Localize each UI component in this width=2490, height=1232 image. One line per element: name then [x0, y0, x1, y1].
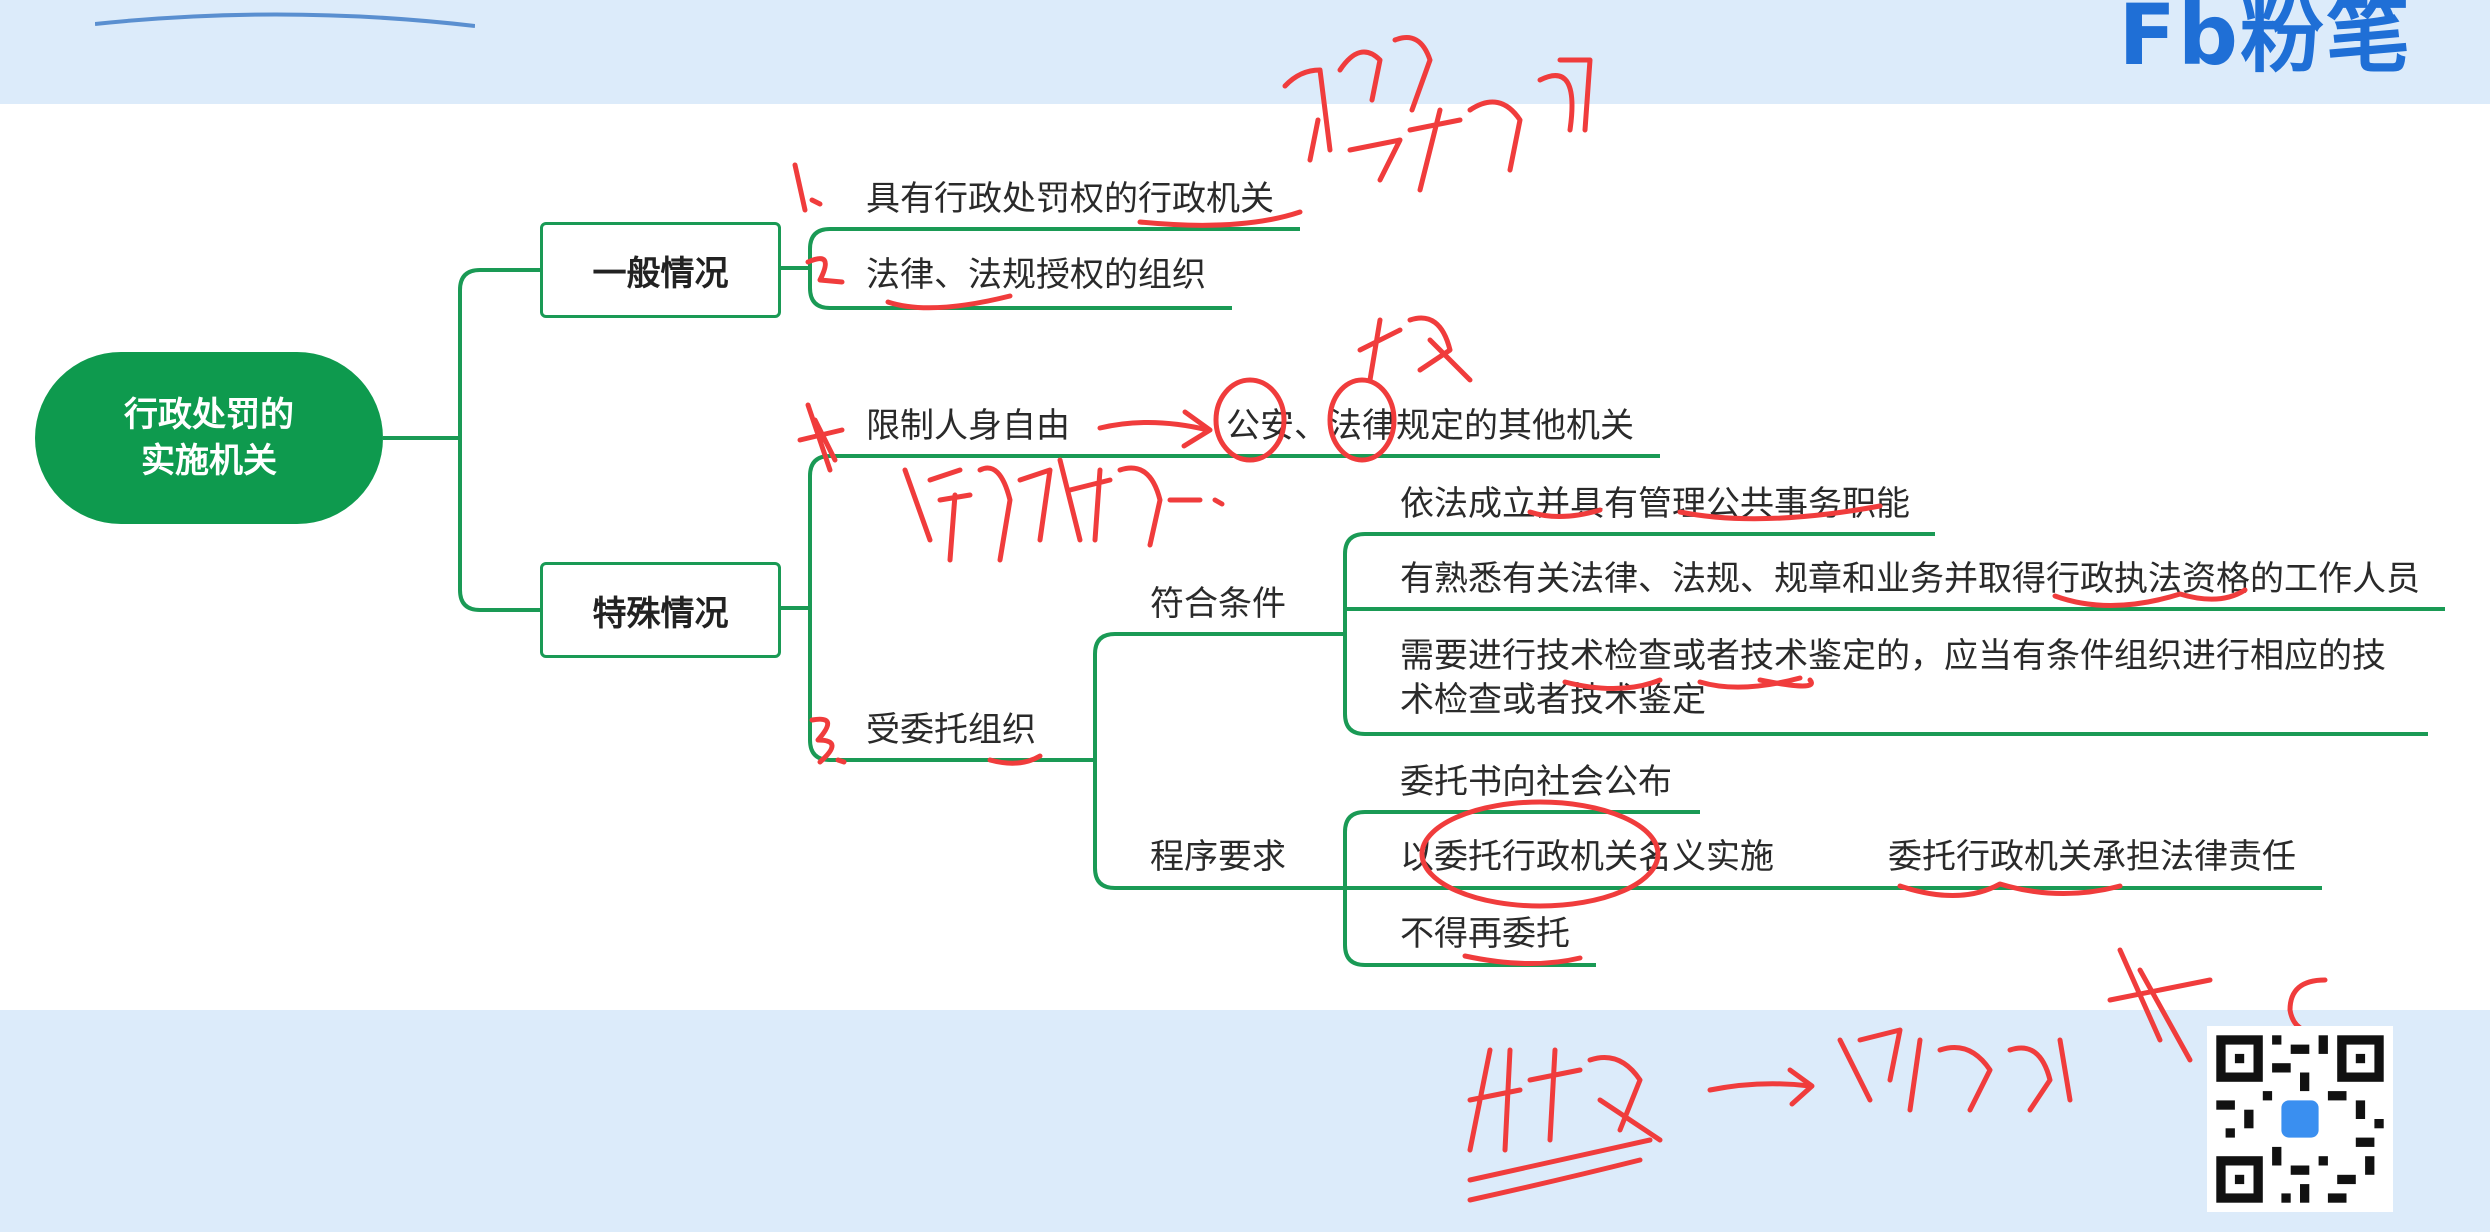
condition-item-3: 需要进行技术检查或者技术鉴定的，应当有条件组织进行相应的技术检查或者技术鉴定	[1400, 636, 2386, 720]
brand-logo: Fb粉笔	[2118, 0, 2412, 84]
brand-swoosh	[95, 12, 475, 28]
general-item-2: 法律、法规授权的组织	[866, 255, 1206, 295]
entrusted-label: 受委托组织	[866, 710, 1036, 750]
general-box: 一般情况	[540, 222, 781, 318]
root-line-2: 实施机关	[141, 441, 277, 481]
general-item-1: 具有行政处罚权的行政机关	[866, 179, 1274, 219]
restrict-liberty-label: 限制人身自由	[866, 406, 1070, 446]
bottom-banner	[0, 1010, 2490, 1232]
restrict-liberty-target: 公安、法律规定的其他机关	[1226, 406, 1634, 446]
qr-code	[2207, 1026, 2393, 1212]
procedure-consequence: 委托行政机关承担法律责任	[1888, 837, 2296, 877]
procedure-item-2: 以委托行政机关名义实施	[1400, 837, 1774, 877]
procedure-item-3: 不得再委托	[1400, 914, 1570, 954]
procedure-item-1: 委托书向社会公布	[1400, 762, 1672, 802]
top-banner	[0, 0, 2490, 104]
root-node: 行政处罚的 实施机关	[35, 352, 383, 524]
root-line-1: 行政处罚的	[124, 395, 294, 435]
condition-item-1: 依法成立并具有管理公共事务职能	[1400, 484, 1910, 524]
conditions-label: 符合条件	[1150, 584, 1286, 624]
procedure-label: 程序要求	[1150, 837, 1286, 877]
special-box: 特殊情况	[540, 562, 781, 658]
condition-item-2: 有熟悉有关法律、法规、规章和业务并取得行政执法资格的工作人员	[1400, 559, 2420, 599]
